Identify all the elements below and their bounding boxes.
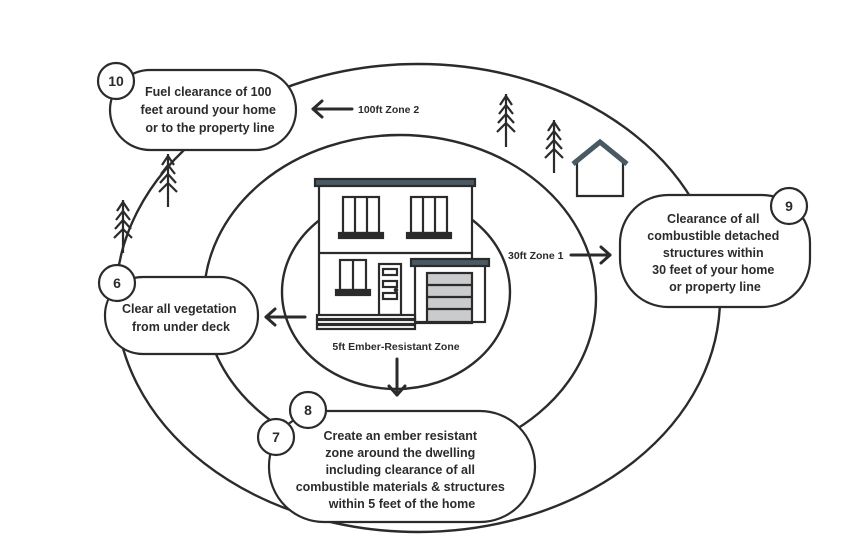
house-icon — [313, 177, 491, 331]
callout-10-number: 10 — [108, 73, 124, 89]
callout-8-number: 8 — [304, 402, 312, 418]
zone-0-label: 5ft Ember-Resistant Zone — [332, 341, 459, 353]
callout-7-number: 7 — [272, 429, 280, 445]
tree-icon — [113, 200, 133, 253]
callout-7-badge — [256, 417, 296, 457]
arrow-icon — [569, 245, 612, 265]
callout-9-badge — [769, 186, 809, 226]
callout-9-box — [618, 193, 812, 309]
arrow-icon — [311, 99, 354, 119]
callout-6-badge — [97, 263, 137, 303]
callout-6-text: Clear all vegetation from under deck — [122, 302, 240, 334]
zone-2-label: 100ft Zone 2 — [358, 104, 419, 116]
callout-8-text: Create an ember resistant zone around th… — [296, 429, 509, 511]
callout-10-box — [108, 68, 298, 152]
tree-icon — [544, 120, 564, 173]
callout-9-text: Clearance of all combustible detached st… — [647, 212, 782, 294]
callout-6-box — [103, 275, 260, 356]
arrow-icon — [387, 357, 407, 397]
callout-10-text: Fuel clearance of 100 feet around your h… — [141, 85, 280, 135]
callout-9-number: 9 — [785, 198, 793, 214]
shed-icon — [571, 138, 629, 198]
tree-icon — [158, 154, 178, 207]
arrow-icon — [264, 307, 307, 327]
callout-10-badge — [96, 61, 136, 101]
tree-icon — [496, 94, 516, 147]
callout-8-badge — [288, 390, 328, 430]
zone-1-label: 30ft Zone 1 — [508, 250, 564, 262]
callout-8-box — [267, 409, 537, 524]
callout-6-number: 6 — [113, 275, 121, 291]
